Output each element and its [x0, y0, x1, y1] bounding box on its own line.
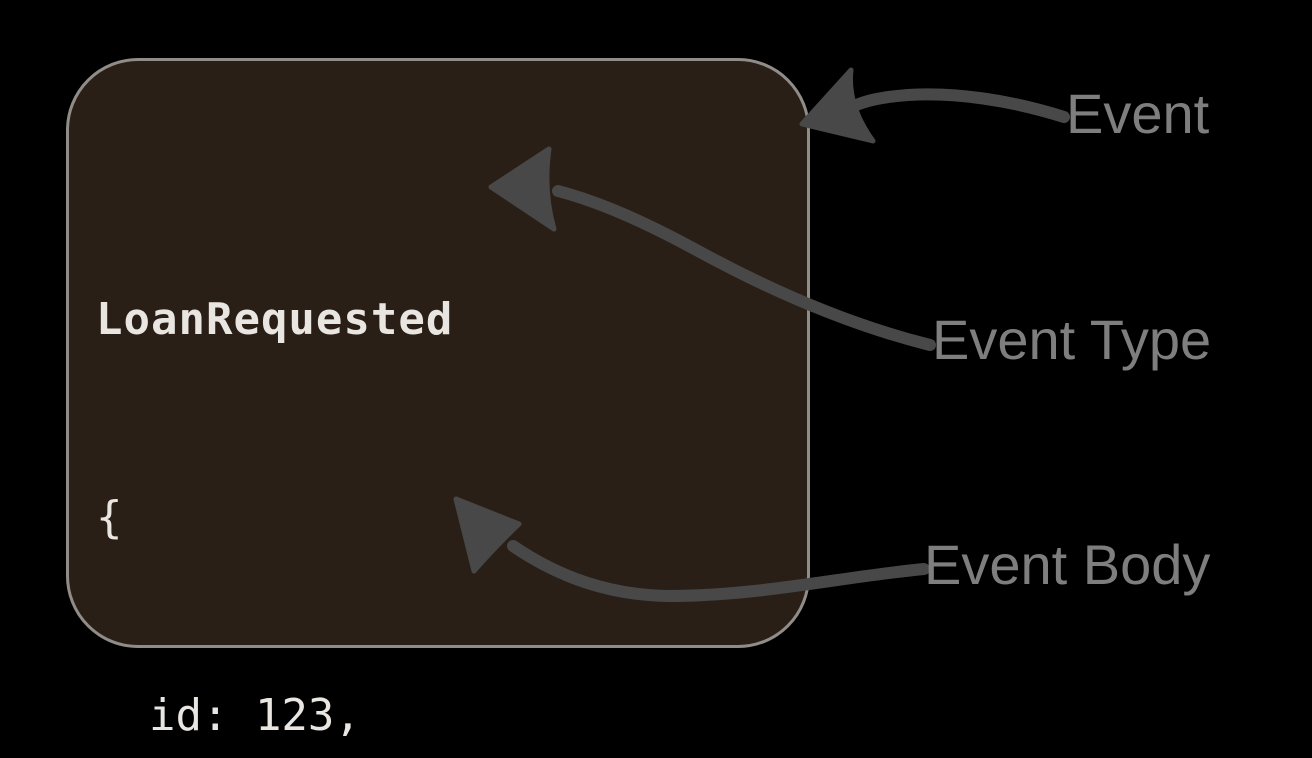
event-type-label: Event Type	[932, 308, 1212, 371]
event-label: Event	[1066, 82, 1210, 145]
event-body-line: id: 123,	[96, 690, 361, 741]
event-type-text: LoanRequested	[96, 294, 454, 345]
event-body-line: {	[96, 492, 123, 543]
event-body-label: Event Body	[924, 533, 1211, 596]
event-arrow	[799, 67, 1070, 144]
event-code-block: LoanRequested { id: 123, amount: 100, bo…	[96, 155, 705, 758]
